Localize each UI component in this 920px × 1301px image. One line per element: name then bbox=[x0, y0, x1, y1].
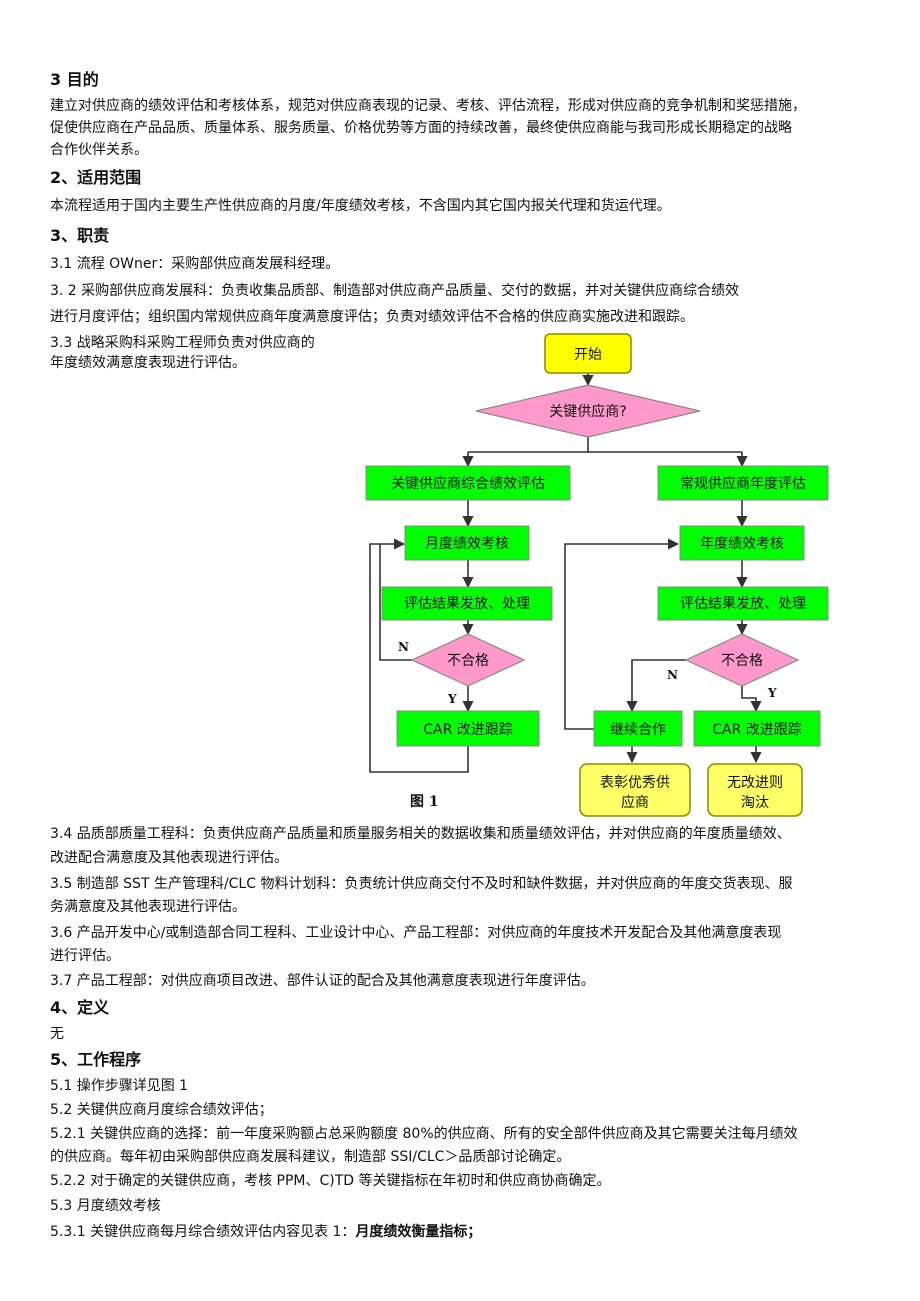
definition-text: 无 bbox=[50, 1026, 64, 1042]
purpose-line-2: 促使供应商在产品品质、质量体系、服务质量、价格优势等方面的持续改善，最终使供应商… bbox=[50, 120, 792, 136]
eliminate-node bbox=[707, 763, 803, 817]
purpose-line-3: 合作伙伴关系。 bbox=[50, 142, 148, 158]
continue-node bbox=[593, 710, 683, 747]
right-car-label: CAR 改进跟踪 bbox=[712, 722, 802, 738]
duties-heading: 3、职责 bbox=[50, 226, 110, 245]
procedure-5-3: 5.3 月度绩效考核 bbox=[50, 1198, 161, 1214]
right-y-label: Y bbox=[767, 686, 777, 700]
eliminate-label-2: 淘汰 bbox=[741, 795, 769, 811]
left-review-label: 月度绩效考核 bbox=[425, 536, 509, 552]
right-branch-label: 常规供应商年度评估 bbox=[680, 475, 806, 492]
right-review-node bbox=[679, 525, 805, 561]
right-car-node bbox=[693, 710, 821, 747]
procedure-5-2-1-line-2: 的供应商。每年初由采购部供应商发展科建议，制造部 SSI/CLC＞品质部讨论确定… bbox=[50, 1149, 571, 1165]
commend-label-2: 应商 bbox=[621, 794, 649, 811]
duty-3-5-line-2: 务满意度及其他表现进行评估。 bbox=[50, 899, 246, 915]
duty-3-5-line-1: 3.5 制造部 SST 生产管理科/CLC 物料计划科：负责统计供应商交付不及时… bbox=[50, 876, 793, 892]
left-review-node bbox=[404, 525, 530, 561]
definition-heading: 4、定义 bbox=[50, 998, 110, 1017]
left-branch-label: 关键供应商综合绩效评估 bbox=[391, 475, 545, 492]
right-n-label: N bbox=[667, 668, 678, 682]
procedure-5-3-1-text: 5.3.1 关键供应商每月综合绩效评估内容见表 1： bbox=[50, 1224, 356, 1240]
duty-3-4-line-1: 3.4 品质部质量工程科：负责供应商产品质量和质量服务相关的数据收集和质量绩效评… bbox=[50, 826, 791, 842]
duty-3-3-line-1: 3.3 战略采购科采购工程师负责对供应商的 bbox=[50, 335, 315, 351]
duty-3-3-line-2: 年度绩效满意度表现进行评估。 bbox=[50, 355, 246, 371]
duty-3-4-line-2: 改进配合满意度及其他表现进行评估。 bbox=[50, 850, 288, 866]
procedure-5-1: 5.1 操作步骤详见图 1 bbox=[50, 1078, 189, 1094]
right-check-decision bbox=[684, 633, 800, 687]
right-review-label: 年度绩效考核 bbox=[700, 536, 784, 552]
scope-heading: 2、适用范围 bbox=[50, 168, 142, 187]
left-car-node bbox=[396, 710, 540, 747]
right-issue-label: 评估结果发放、处理 bbox=[680, 596, 806, 612]
left-car-label: CAR 改进跟踪 bbox=[423, 722, 513, 738]
loop-left-n bbox=[379, 538, 412, 661]
loop-left-car bbox=[369, 543, 469, 773]
left-check-decision bbox=[410, 633, 526, 687]
loop-right-continue bbox=[564, 538, 680, 730]
eliminate-label-1: 无改进则 bbox=[727, 775, 783, 791]
right-branch-node bbox=[657, 465, 829, 501]
left-check-label: 不合格 bbox=[447, 653, 489, 669]
purpose-heading: 3 目的 bbox=[50, 70, 99, 89]
decision-key-supplier bbox=[475, 384, 701, 438]
left-branch-node bbox=[365, 465, 571, 501]
scope-text: 本流程适用于国内主要生产性供应商的月度/年度绩效考核，不含国内其它国内报关代理和… bbox=[50, 198, 671, 214]
left-issue-label: 评估结果发放、处理 bbox=[404, 596, 530, 612]
duty-3-2-line-1: 3. 2 采购部供应商发展科：负责收集品质部、制造部对供应商产品质量、交付的数据… bbox=[50, 283, 740, 299]
commend-node bbox=[579, 763, 691, 817]
procedure-5-2-2: 5.2.2 对于确定的关键供应商，考核 PPM、C)TD 等关键指标在年初时和供… bbox=[50, 1173, 611, 1189]
duty-3-6-line-2: 进行评估。 bbox=[50, 948, 120, 964]
procedure-5-2-1-line-1: 5.2.1 关键供应商的选择：前一年度采购额占总采购额度 80%的供应商、所有的… bbox=[50, 1126, 798, 1142]
start-node bbox=[544, 333, 632, 374]
figure-caption: 图 1 bbox=[410, 794, 439, 810]
purpose-line-1: 建立对供应商的绩效评估和考核体系，规范对供应商表现的记录、考核、评估流程，形成对… bbox=[50, 98, 806, 114]
continue-label: 继续合作 bbox=[610, 721, 666, 738]
left-y-label: Y bbox=[447, 692, 457, 706]
duty-3-2-line-2: 进行月度评估；组织国内常规供应商年度满意度评估；负责对绩效评估不合格的供应商实施… bbox=[50, 309, 694, 325]
right-issue-node bbox=[657, 586, 829, 621]
commend-label-1: 表彰优秀供 bbox=[600, 774, 670, 791]
left-issue-node bbox=[381, 586, 553, 621]
left-n-label: N bbox=[398, 640, 409, 654]
procedure-5-3-1-bold: 月度绩效衡量指标； bbox=[355, 1224, 482, 1240]
procedure-heading: 5、工作程序 bbox=[50, 1050, 142, 1069]
right-check-label: 不合格 bbox=[721, 653, 763, 669]
procedure-5-2: 5.2 关键供应商月度综合绩效评估； bbox=[50, 1102, 273, 1118]
procedure-5-3-1: 5.3.1 关键供应商每月综合绩效评估内容见表 1：月度绩效衡量指标； bbox=[50, 1222, 481, 1242]
duty-3-6-line-1: 3.6 产品开发中心/或制造部合同工程科、工业设计中心、产品工程部：对供应商的年… bbox=[50, 925, 782, 941]
duty-3-1: 3.1 流程 OWner：采购部供应商发展科经理。 bbox=[50, 256, 340, 272]
start-label: 开始 bbox=[574, 347, 602, 363]
decision-key-label: 关键供应商? bbox=[549, 403, 626, 420]
duty-3-7: 3.7 产品工程部：对供应商项目改进、部件认证的配合及其他满意度表现进行年度评估… bbox=[50, 973, 595, 989]
